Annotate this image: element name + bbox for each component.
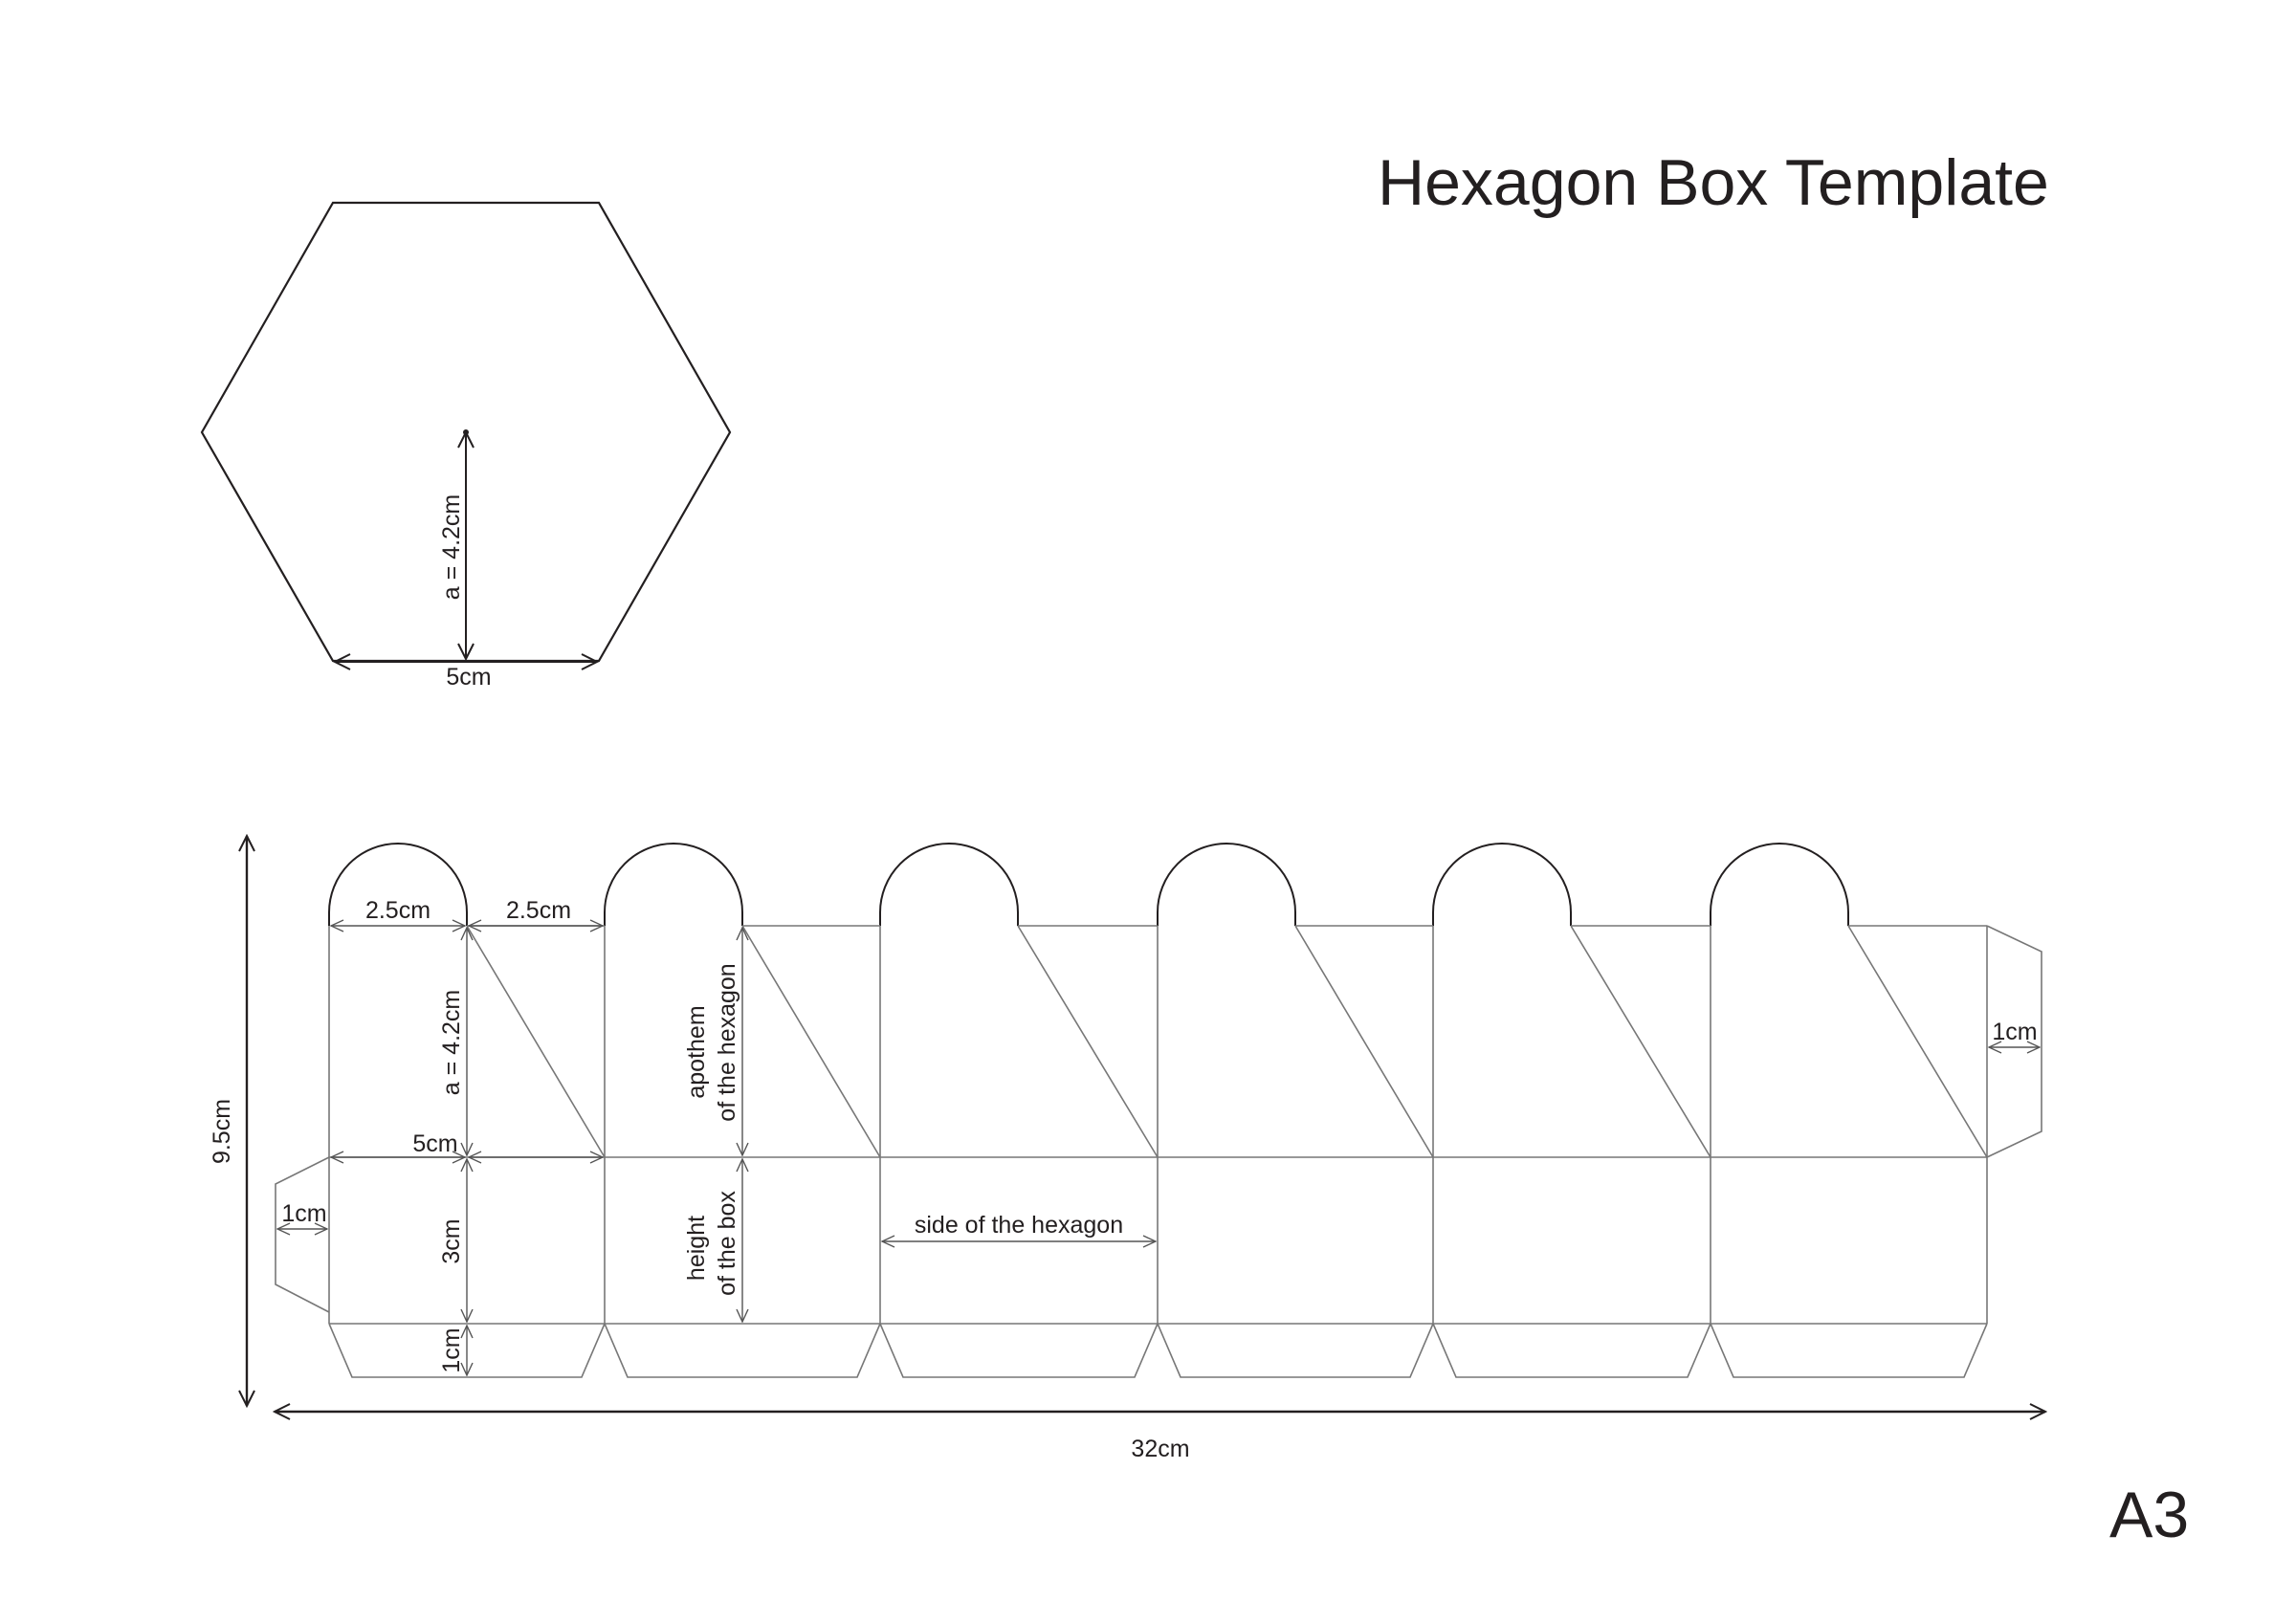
paper-size-label: A3 [2109, 1479, 2190, 1551]
height-caption-line1: height [683, 1216, 710, 1281]
tab-gap-label: 2.5cm [506, 897, 571, 924]
apothem-caption-line2: of the hexagon [714, 963, 740, 1121]
height-dim-label: 3cm [438, 1218, 465, 1263]
side-dim-label: 5cm [412, 1130, 457, 1157]
bottom-flap-label: 1cm [438, 1327, 465, 1372]
tab-width-label: 2.5cm [365, 897, 430, 924]
left-glue-tab-label: 1cm [281, 1200, 326, 1227]
total-height-label: 9.5cm [209, 1099, 235, 1164]
hexagon-apothem-label: a = 4.2cm [438, 494, 465, 600]
total-width-label: 32cm [1131, 1436, 1189, 1462]
apothem-dim-label: a = 4.2cm [438, 990, 465, 1095]
side-caption: side of the hexagon [915, 1212, 1123, 1239]
page-title: Hexagon Box Template [1378, 146, 2049, 219]
hexagon-shape: a = 4.2cm 5cm [200, 201, 732, 691]
hexagon-side-label: 5cm [446, 664, 491, 691]
box-net [275, 843, 2042, 1378]
right-glue-tab [1986, 925, 2042, 1158]
apothem-caption-line1: apothem [683, 1005, 710, 1098]
left-glue-tab [275, 1156, 330, 1313]
right-glue-tab-label: 1cm [1992, 1019, 2037, 1045]
height-caption-line2: of the box [714, 1191, 740, 1296]
